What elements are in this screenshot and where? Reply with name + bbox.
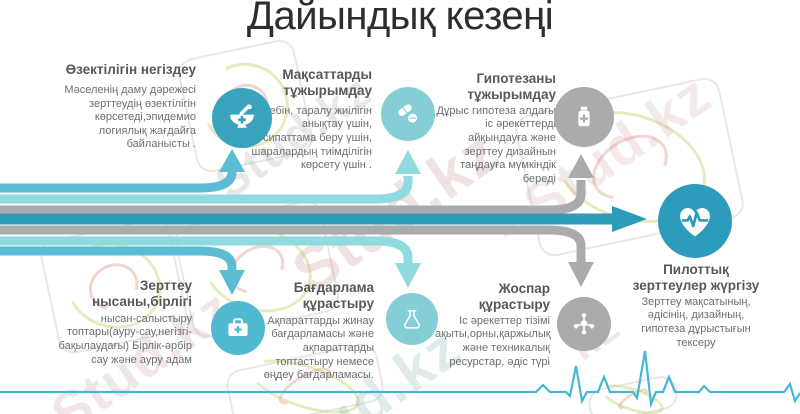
flow-band-2: [0, 176, 413, 204]
molecule-icon-circle: [557, 297, 611, 351]
step-title: Гипотезаны тұжырымдау: [467, 71, 556, 102]
flow-band-6: [0, 236, 413, 264]
molecule-icon: [573, 313, 595, 335]
step-pilot-research: Пилоттық зерттеулер жүргізу Зерттеу мақс…: [628, 262, 764, 350]
flow-arrowhead-down-5: [568, 262, 594, 287]
medicine-bottle-icon: [578, 106, 590, 127]
ekg-line: [0, 350, 800, 409]
step-title: Жоспар құрастыру: [478, 281, 550, 312]
step-justify-relevance: Өзектілігін негіздеу Мәселенің даму дәре…: [56, 62, 196, 152]
flow-band-5: [0, 225, 586, 262]
flask-icon-circle: [386, 293, 438, 345]
first-aid-kit-icon-circle: [211, 301, 265, 355]
flow-arrowhead-up-2: [395, 150, 421, 174]
heart-pulse-icon: [680, 208, 710, 237]
step-title: Пилоттық зерттеулер жүргізу: [632, 262, 760, 293]
pills-icon: [398, 104, 417, 123]
step-research-object: Зерттеу нысаны,бірлігі нысан-салыстыру т…: [52, 278, 192, 367]
mortar-pestle-icon-circle: [212, 88, 272, 148]
flow-arrowhead-up-1: [219, 149, 245, 172]
heart-pulse-icon-circle: [658, 184, 732, 258]
medicine-bottle-icon-circle: [554, 87, 614, 147]
flow-arrowhead-up-3: [568, 154, 594, 178]
step-body: Себебін, таралу жиілігін анықтау үшін, с…: [249, 104, 372, 172]
step-title: Өзектілігін негіздеу: [65, 62, 196, 77]
step-body: Ақпараттарды жинау бағдарламасы және ақп…: [263, 314, 374, 382]
step-formulate-goals: Мақсаттарды тұжырымдау Себебін, таралу ж…: [248, 67, 372, 173]
flow-band-1: [0, 170, 237, 193]
step-body: Мәселенің даму дәрежесі зерттеудің өзект…: [64, 83, 196, 151]
step-title: Бағдарлама құрастыру: [293, 280, 374, 311]
flow-band-3: [0, 180, 586, 215]
first-aid-kit-icon: [228, 318, 248, 336]
flow-arrowhead-right: [612, 206, 647, 232]
flow-band-7: [0, 246, 237, 271]
page-title: Дайындық кезеңі: [246, 0, 554, 38]
step-title: Мақсаттарды тұжырымдау: [282, 67, 372, 98]
step-body: Зерттеу мақсатының, әдісінің, дизайның, …: [641, 295, 751, 349]
step-body: нысан-салыстыру топтары(ауру-сау,негізгі…: [58, 312, 192, 366]
step-title: Зерттеу нысаны,бірлігі: [92, 278, 192, 309]
step-body: Іс әрекеттер тізімі Уақыты,орны,қаржылық…: [428, 314, 551, 368]
mortar-pestle-icon: [230, 104, 254, 128]
flow-arrowhead-down-7: [219, 270, 245, 295]
flask-icon: [404, 310, 420, 329]
step-body: Дұрыс гипотеза алдағы іс әрекеттерді айқ…: [436, 104, 556, 185]
step-build-plan: Жоспар құрастыру Іс әрекеттер тізімі Уақ…: [428, 281, 551, 369]
flow-arrowhead-down-6: [395, 263, 421, 288]
pills-icon-circle: [381, 87, 435, 141]
step-build-program: Бағдарлама құрастыру Ақпараттарды жинау …: [250, 280, 374, 383]
step-formulate-hypothesis: Гипотезаны тұжырымдау Дұрыс гипотеза алд…: [432, 71, 556, 187]
